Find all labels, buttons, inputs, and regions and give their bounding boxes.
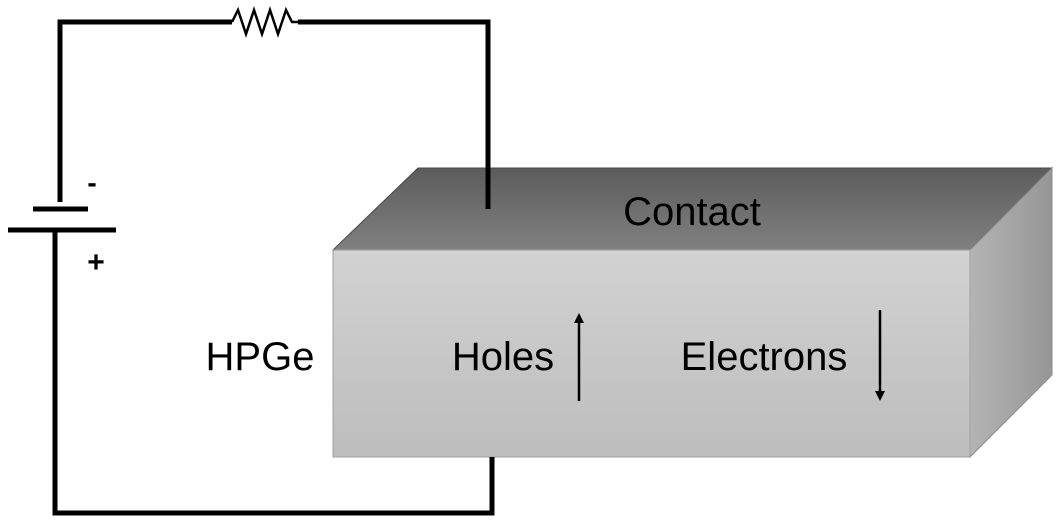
battery-negative-label: - (87, 167, 96, 198)
hpge-label: HPGe (206, 335, 315, 379)
electrons-label: Electrons (681, 335, 848, 379)
battery-positive-label: + (87, 246, 105, 279)
resistor-icon (230, 6, 298, 38)
crystal-front-face (332, 249, 971, 458)
wire-top (57, 19, 232, 202)
circuit-wires (52, 6, 495, 516)
battery-icon: - + (8, 167, 116, 279)
holes-label: Holes (452, 335, 554, 379)
wire-bottom (52, 230, 495, 516)
contact-label: Contact (623, 190, 761, 234)
wire-top-right (298, 19, 491, 209)
hpge-crystal-block (331, 166, 1054, 459)
